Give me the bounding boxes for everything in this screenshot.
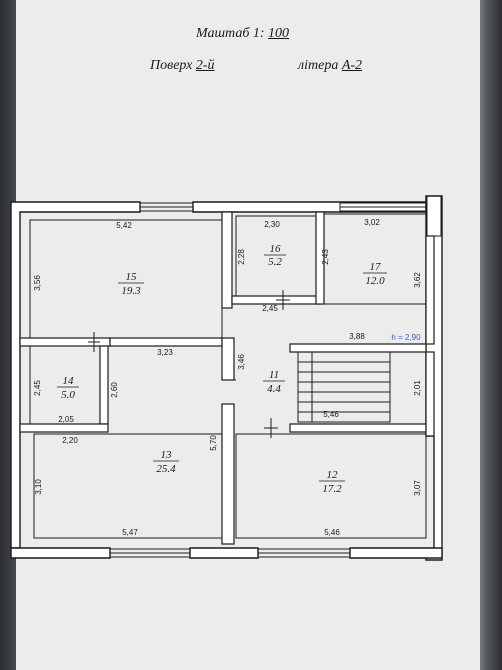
dim-2-01: 2,01 xyxy=(413,380,422,396)
dim-3-56: 3,56 xyxy=(33,275,42,291)
dim-2-45-a: 2,45 xyxy=(262,304,278,313)
dim-5-42: 5,42 xyxy=(116,221,132,230)
room-12-area: 17.2 xyxy=(322,483,342,495)
letter-value: А-2 xyxy=(341,58,363,73)
dim-3-46: 3,46 xyxy=(237,354,246,370)
letter-label: літера xyxy=(298,58,339,73)
dim-2-28: 2,28 xyxy=(237,249,246,265)
scale-value: 100 xyxy=(268,26,290,41)
dim-3-23: 3,23 xyxy=(157,348,173,357)
room-17-area: 12.0 xyxy=(365,275,385,287)
wall-room12-right xyxy=(425,351,435,437)
wall-outer-bottom xyxy=(10,547,111,559)
room-11-area: 4.4 xyxy=(267,383,281,395)
room-14-id: 14 xyxy=(63,375,75,387)
wall-room15-bottom-b xyxy=(109,337,223,347)
dim-3-88: 3,88 xyxy=(349,332,365,341)
dim-5-46-b: 5,46 xyxy=(324,528,340,537)
wall-hall-bottom xyxy=(289,423,427,433)
room-12-id: 12 xyxy=(327,469,339,481)
wall-room14-bottom xyxy=(19,423,109,433)
room-13-area: 25.4 xyxy=(156,463,176,475)
dim-5-46-a: 5,46 xyxy=(323,410,339,419)
room-17-id: 17 xyxy=(370,261,382,273)
room-14-area: 5.0 xyxy=(61,389,75,401)
dim-5-70: 5,70 xyxy=(209,435,218,451)
wall-hall-top xyxy=(289,343,427,353)
room-16-area: 5.2 xyxy=(268,256,282,268)
dim-2-20: 2,20 xyxy=(62,436,78,445)
room-16-outline xyxy=(235,215,317,297)
room-17-outline xyxy=(323,213,427,305)
wall-room14-right xyxy=(99,345,109,425)
dim-3-07: 3,07 xyxy=(413,480,422,496)
staircase xyxy=(297,351,391,423)
wall-outer-bottom-mid xyxy=(189,547,259,559)
dim-2-30: 2,30 xyxy=(264,220,280,229)
floor-value: 2-й xyxy=(195,58,215,73)
floor-label: Поверх xyxy=(150,58,193,73)
scale-line: Маштаб 1: 100 xyxy=(196,26,289,42)
wall-hall-left xyxy=(221,337,235,381)
room-13-id: 13 xyxy=(161,449,173,461)
room-14-outline xyxy=(29,345,101,425)
room-16-id: 16 xyxy=(270,243,282,255)
floor-line: Поверх 2-й xyxy=(150,58,215,74)
dim-2-45-b: 2,45 xyxy=(33,380,42,396)
room-12-outline xyxy=(235,433,427,539)
letter-line: літера А-2 xyxy=(298,58,362,74)
wall-room17-right xyxy=(425,235,435,345)
dim-2-60: 2,60 xyxy=(110,382,119,398)
dim-3-62: 3,62 xyxy=(413,272,422,288)
room-15-outline xyxy=(29,219,223,339)
height-label: h = 2,90 xyxy=(391,333,421,342)
wall-hall-left-b xyxy=(221,403,235,545)
wall-outer-bottom-right xyxy=(349,547,443,559)
dim-3-10: 3,10 xyxy=(34,479,43,495)
scale-label: Маштаб 1: xyxy=(196,26,265,41)
room-15-area: 19.3 xyxy=(121,285,141,297)
room-13-outline xyxy=(33,433,223,539)
dim-2-05: 2,05 xyxy=(58,415,74,424)
room-11-id: 11 xyxy=(269,369,279,381)
dim-5-47: 5,47 xyxy=(122,528,138,537)
wall-room15-right xyxy=(221,211,233,309)
dim-2-43: 2,43 xyxy=(321,249,330,265)
dim-3-02: 3,02 xyxy=(364,218,380,227)
room-15-id: 15 xyxy=(126,271,138,283)
